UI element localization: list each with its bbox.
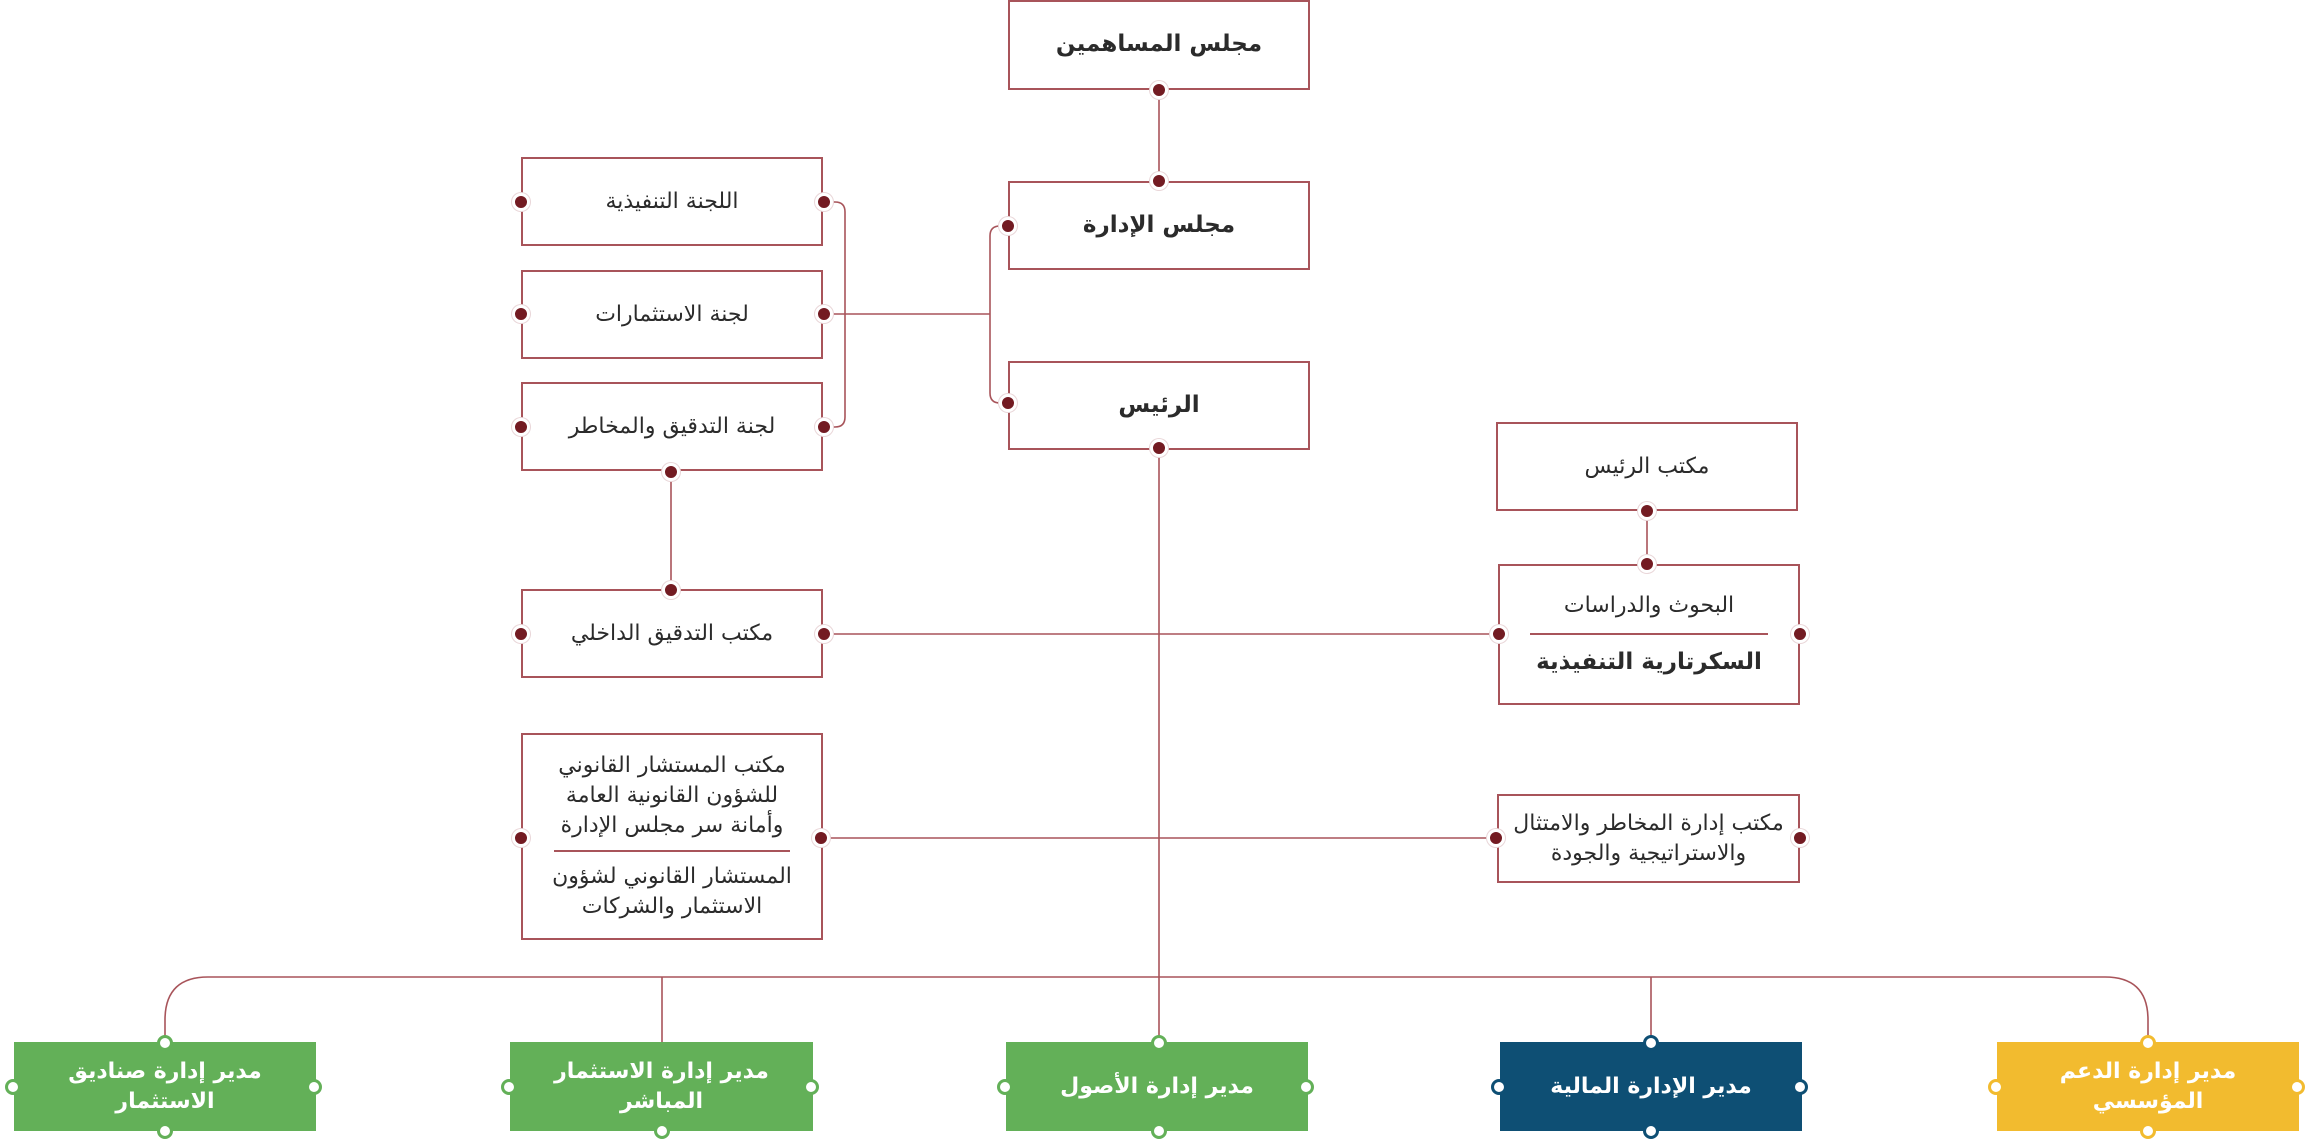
- direct-investment-manager-box[interactable]: مدير إدارة الاستثمار المباشر: [510, 1042, 813, 1131]
- funds-manager-line-1: مدير إدارة صناديق: [68, 1058, 262, 1084]
- connector-dot: [512, 625, 530, 643]
- box-divider: [554, 850, 790, 853]
- shareholders-label: مجلس المساهمين: [1055, 31, 1263, 58]
- direct-investment-line-1: مدير إدارة الاستثمار: [554, 1058, 769, 1084]
- connector-dot: [815, 625, 833, 643]
- legal-office-line-3: وأمانة سر مجلس الإدارة: [560, 812, 784, 838]
- connector-dot: [815, 305, 833, 323]
- risk-compliance-office-box[interactable]: مكتب إدارة المخاطر والامتثال والاستراتيج…: [1497, 794, 1800, 883]
- legal-office-line-2: للشؤون القانونية العامة: [565, 782, 779, 808]
- chairman-box[interactable]: الرئيس: [1008, 361, 1310, 450]
- connector-ring: [1643, 1123, 1659, 1139]
- connector-dot: [815, 193, 833, 211]
- connector-ring: [803, 1079, 819, 1095]
- connector-dot: [999, 394, 1017, 412]
- board-label: مجلس الإدارة: [1082, 211, 1236, 238]
- connector-ring: [997, 1079, 1013, 1095]
- investment-committee-box[interactable]: لجنة الاستثمارات: [521, 270, 823, 359]
- direct-investment-line-2: المباشر: [619, 1088, 704, 1114]
- connector-dot: [1638, 502, 1656, 520]
- chairman-label: الرئيس: [1118, 391, 1200, 418]
- risk-office-line-2: والاستراتيجية والجودة: [1550, 840, 1747, 866]
- funds-manager-line-2: الاستثمار: [115, 1088, 215, 1114]
- connector-ring: [501, 1079, 517, 1095]
- investment-committee-label: لجنة الاستثمارات: [595, 301, 749, 327]
- connector-dot: [662, 463, 680, 481]
- internal-audit-office-label: مكتب التدقيق الداخلي: [570, 620, 774, 646]
- connector-dot: [815, 418, 833, 436]
- connector-ring: [2140, 1123, 2156, 1139]
- risk-office-line-1: مكتب إدارة المخاطر والامتثال: [1513, 810, 1784, 836]
- connector-dot: [512, 305, 530, 323]
- connector-ring: [1792, 1079, 1808, 1095]
- legal-investment-line-1: المستشار القانوني لشؤون: [552, 864, 792, 890]
- connector-ring: [306, 1079, 322, 1095]
- research-studies-label: البحوث والدراسات: [1563, 593, 1735, 619]
- connector-dot: [1791, 829, 1809, 847]
- finance-manager-label: مدير الإدارة المالية: [1550, 1073, 1752, 1099]
- connector-dot: [1490, 625, 1508, 643]
- support-manager-line-2: المؤسسي: [2092, 1088, 2204, 1114]
- connector-ring: [2140, 1035, 2156, 1051]
- connector-dot: [512, 193, 530, 211]
- legal-office-line-1: مكتب المستشار القانوني: [558, 753, 786, 779]
- connector-ring: [2289, 1079, 2305, 1095]
- connector-ring: [1151, 1123, 1167, 1139]
- internal-audit-office-box[interactable]: مكتب التدقيق الداخلي: [521, 589, 823, 678]
- legal-investment-line-2: الاستثمار والشركات: [581, 894, 763, 920]
- connector-ring: [654, 1123, 670, 1139]
- connector-ring: [1298, 1079, 1314, 1095]
- connector-dot: [999, 217, 1017, 235]
- board-of-directors-box[interactable]: مجلس الإدارة: [1008, 181, 1310, 270]
- shareholders-board-box[interactable]: مجلس المساهمين: [1008, 0, 1310, 90]
- assets-manager-box[interactable]: مدير إدارة الأصول: [1006, 1042, 1308, 1131]
- connector-dot: [662, 581, 680, 599]
- chairman-office-box[interactable]: مكتب الرئيس: [1496, 422, 1798, 511]
- connector-ring: [157, 1123, 173, 1139]
- chairman-office-label: مكتب الرئيس: [1584, 453, 1710, 479]
- connector-dot: [512, 418, 530, 436]
- assets-manager-label: مدير إدارة الأصول: [1060, 1073, 1254, 1099]
- support-manager-line-1: مدير إدارة الدعم: [2059, 1058, 2237, 1084]
- connector-dot: [1487, 829, 1505, 847]
- legal-counsel-box[interactable]: مكتب المستشار القانوني للشؤون القانونية …: [521, 733, 823, 940]
- connector-dot: [1150, 172, 1168, 190]
- executive-secretariat-label: السكرتارية التنفيذية: [1536, 648, 1762, 675]
- executive-committee-label: اللجنة التنفيذية: [605, 188, 739, 214]
- connector-dot: [1638, 555, 1656, 573]
- connector-ring: [1151, 1035, 1167, 1051]
- audit-risk-committee-box[interactable]: لجنة التدقيق والمخاطر: [521, 382, 823, 471]
- connector-dot: [1150, 439, 1168, 457]
- connector-ring: [1988, 1079, 2004, 1095]
- executive-committee-box[interactable]: اللجنة التنفيذية: [521, 157, 823, 246]
- connector-ring: [157, 1035, 173, 1051]
- box-divider: [1530, 632, 1768, 635]
- connector-dot: [1791, 625, 1809, 643]
- connector-ring: [5, 1079, 21, 1095]
- connector-ring: [1491, 1079, 1507, 1095]
- corporate-support-manager-box[interactable]: مدير إدارة الدعم المؤسسي: [1997, 1042, 2299, 1131]
- connector-dot: [512, 829, 530, 847]
- connector-ring: [1643, 1035, 1659, 1051]
- finance-manager-box[interactable]: مدير الإدارة المالية: [1500, 1042, 1802, 1131]
- connector-dot: [812, 829, 830, 847]
- audit-risk-committee-label: لجنة التدقيق والمخاطر: [568, 413, 776, 439]
- research-secretariat-box[interactable]: البحوث والدراسات السكرتارية التنفيذية: [1498, 564, 1800, 705]
- connector-dot: [1150, 81, 1168, 99]
- investment-funds-manager-box[interactable]: مدير إدارة صناديق الاستثمار: [14, 1042, 316, 1131]
